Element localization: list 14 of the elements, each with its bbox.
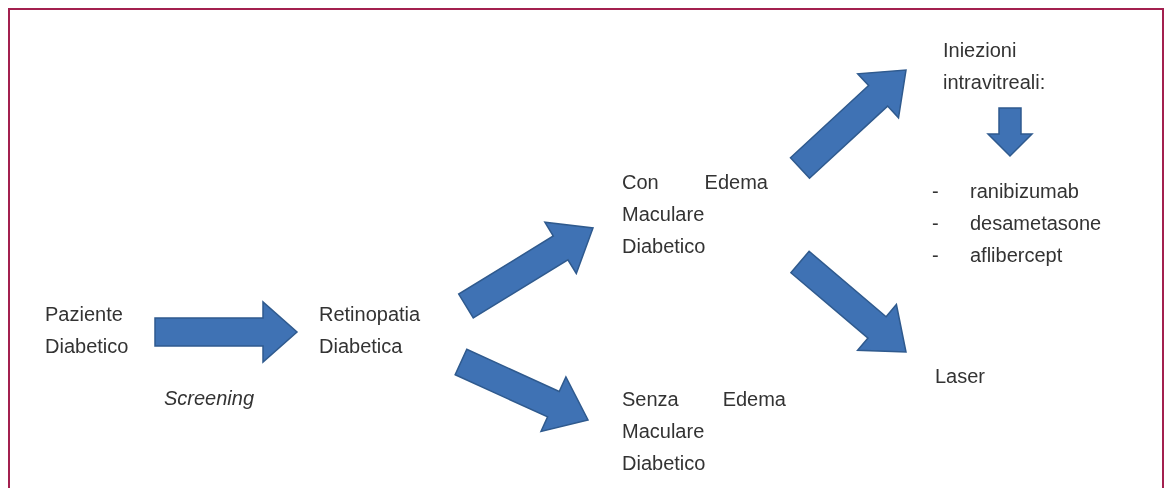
bullet-list: - ranibizumab - desametasone - aflibercept	[932, 175, 1132, 271]
node-text: Retinopatia Diabetica	[319, 302, 422, 359]
edge-label: Screening	[163, 386, 256, 411]
block-arrow	[986, 107, 1034, 158]
node-text: Iniezioni intravitreali:	[943, 38, 1047, 95]
node-text: Paziente Diabetico	[45, 302, 130, 359]
node-text: Con Edema Maculare Diabetico	[622, 170, 768, 259]
block-arrow	[457, 221, 595, 319]
block-arrow	[154, 300, 299, 364]
node-text: Laser	[935, 364, 987, 389]
block-arrow	[454, 348, 590, 433]
block-arrow	[789, 69, 907, 180]
node-text: Senza Edema Maculare Diabetico	[622, 387, 786, 476]
block-arrow	[789, 250, 907, 353]
